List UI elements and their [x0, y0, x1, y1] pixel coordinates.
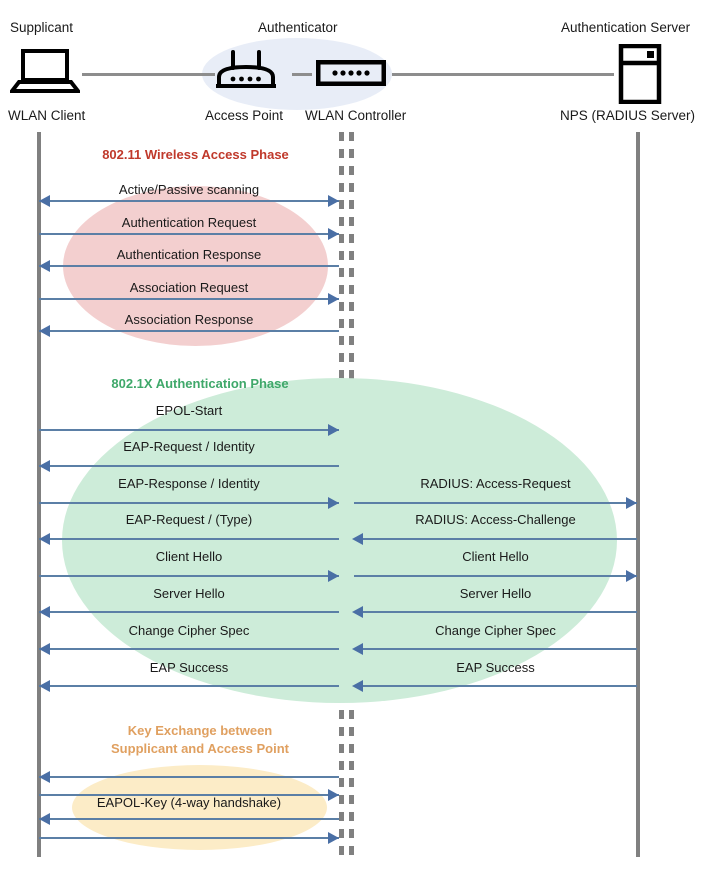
wlan-controller-icon — [316, 60, 386, 86]
wire-ap-to-controller — [292, 73, 312, 76]
message-label: EAP Success — [456, 660, 535, 675]
message-arrow — [39, 611, 339, 613]
message-arrow — [39, 538, 339, 540]
arrowhead-right-icon — [328, 424, 339, 436]
arrowhead-left-icon — [352, 680, 363, 692]
phase-keyexchange-label-line2: Supplicant and Access Point — [111, 741, 289, 756]
arrowhead-left-icon — [39, 533, 50, 545]
arrowhead-left-icon — [39, 813, 50, 825]
arrowhead-right-icon — [626, 570, 637, 582]
message-arrow — [39, 837, 339, 839]
message-arrow — [39, 200, 339, 202]
message-label: EPOL-Start — [155, 403, 223, 418]
message-arrow — [39, 265, 339, 267]
wire-client-to-ap — [82, 73, 215, 76]
arrowhead-right-icon — [328, 832, 339, 844]
laptop-icon — [10, 49, 80, 93]
arrowhead-right-icon — [328, 195, 339, 207]
arrowhead-right-icon — [626, 497, 637, 509]
message-label: Change Cipher Spec — [435, 623, 556, 638]
message-arrow — [39, 298, 339, 300]
actor-caption-access-point: Access Point — [205, 108, 284, 123]
arrowhead-left-icon — [39, 643, 50, 655]
actor-role-authenticator: Authenticator — [258, 20, 338, 35]
message-arrow — [39, 685, 339, 687]
message-arrow — [354, 538, 637, 540]
message-label: Authentication Response — [116, 247, 262, 262]
message-label: EAP Success — [149, 660, 229, 675]
phase-8021x-label: 802.1X Authentication Phase — [111, 376, 289, 391]
actor-caption-wlan-client: WLAN Client — [8, 108, 86, 123]
message-arrow — [39, 233, 339, 235]
arrowhead-left-icon — [39, 771, 50, 783]
arrowhead-right-icon — [328, 228, 339, 240]
message-label: EAP-Request / Identity — [123, 439, 255, 454]
message-label: Server Hello — [459, 586, 532, 601]
message-label: RADIUS: Access-Challenge — [415, 512, 576, 527]
message-label: Association Response — [124, 312, 254, 327]
message-label: Change Cipher Spec — [128, 623, 250, 638]
message-label: Server Hello — [153, 586, 225, 601]
message-label: Client Hello — [462, 549, 529, 564]
message-label: EAPOL-Key (4-way handshake) — [96, 795, 282, 810]
message-arrow — [39, 429, 339, 431]
arrowhead-left-icon — [352, 606, 363, 618]
message-label: Authentication Request — [121, 215, 257, 230]
message-arrow — [354, 648, 637, 650]
arrowhead-left-icon — [39, 460, 50, 472]
phase-keyexchange-ellipse — [72, 765, 327, 850]
message-arrow — [354, 611, 637, 613]
phase-80211-label: 802.11 Wireless Access Phase — [102, 147, 289, 162]
server-tower-icon — [618, 44, 662, 104]
arrowhead-left-icon — [39, 325, 50, 337]
message-arrow — [39, 818, 339, 820]
phase-keyexchange-label-line1: Key Exchange between — [127, 723, 273, 738]
message-arrow — [39, 575, 339, 577]
arrowhead-left-icon — [39, 680, 50, 692]
message-arrow — [39, 330, 339, 332]
message-arrow — [354, 502, 637, 504]
message-arrow — [354, 685, 637, 687]
lifeline-authentication-server — [636, 132, 640, 857]
actor-role-supplicant: Supplicant — [10, 20, 74, 35]
message-arrow — [39, 502, 339, 504]
wire-controller-to-nps — [392, 73, 614, 76]
message-label: EAP-Request / (Type) — [125, 512, 253, 527]
message-label: Active/Passive scanning — [118, 182, 260, 197]
message-arrow — [39, 776, 339, 778]
arrowhead-right-icon — [328, 570, 339, 582]
arrowhead-right-icon — [328, 497, 339, 509]
wireless-access-point-icon — [216, 50, 276, 88]
phase-8021x-ellipse — [62, 378, 617, 703]
actor-caption-wlan-controller: WLAN Controller — [305, 108, 407, 123]
actor-role-authentication-server: Authentication Server — [561, 20, 691, 35]
actor-caption-nps-radius-server: NPS (RADIUS Server) — [560, 108, 696, 123]
message-arrow — [39, 465, 339, 467]
arrowhead-right-icon — [328, 789, 339, 801]
message-arrow — [354, 575, 637, 577]
message-arrow — [39, 794, 339, 796]
message-label: RADIUS: Access-Request — [420, 476, 571, 491]
arrowhead-left-icon — [39, 606, 50, 618]
message-label: Association Request — [129, 280, 249, 295]
arrowhead-left-icon — [39, 195, 50, 207]
arrowhead-right-icon — [328, 293, 339, 305]
message-arrow — [39, 648, 339, 650]
arrowhead-left-icon — [39, 260, 50, 272]
message-label: Client Hello — [155, 549, 223, 564]
arrowhead-left-icon — [352, 643, 363, 655]
arrowhead-left-icon — [352, 533, 363, 545]
lifeline-supplicant — [37, 132, 41, 857]
message-label: EAP-Response / Identity — [118, 476, 260, 491]
